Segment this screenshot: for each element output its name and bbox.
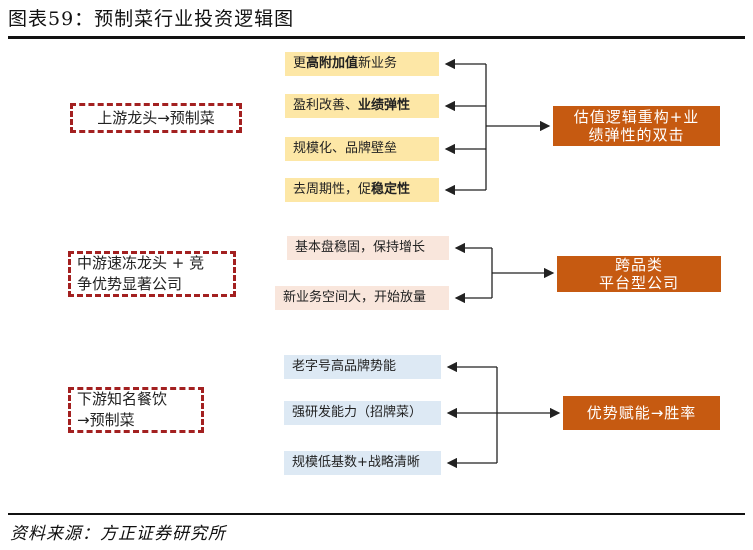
source-note: 资料来源：方正证券研究所 [10, 524, 226, 544]
upstream-leader-label: 上游龙头→预制菜 [97, 108, 215, 127]
valuation-rerating-result: 估值逻辑重构+业 绩弹性的双击 [553, 106, 720, 146]
profit-improvement-chip: 盈利改善、业绩弹性 [285, 94, 439, 118]
scale-brand-barrier-chip: 规模化、品牌壁垒 [285, 137, 439, 161]
advantage-win-rate-result: 优势赋能→胜率 [563, 396, 720, 430]
de-cyclical-stability-chip: 去周期性，促稳定性 [285, 178, 439, 202]
midstream-frozen-leader-box: 中游速冻龙头 + 竞 争优势显著公司 [68, 251, 236, 297]
value-added-business-chip: 更高附加值新业务 [285, 52, 439, 76]
strong-rd-chip: 强研发能力（招牌菜） [284, 401, 441, 425]
cross-category-platform-result: 跨品类 平台型公司 [557, 256, 721, 292]
downstream-restaurant-box: 下游知名餐饮 →预制菜 [68, 387, 204, 433]
stable-base-growth-chip: 基本盘稳固，保持增长 [287, 236, 449, 260]
top-rule [8, 36, 745, 39]
bottom-rule [8, 513, 745, 515]
upstream-leader-box: 上游龙头→预制菜 [70, 103, 242, 133]
figure-title: 图表59：预制菜行业投资逻辑图 [8, 8, 295, 30]
heritage-brand-chip: 老字号高品牌势能 [284, 355, 441, 379]
low-base-strategy-chip: 规模低基数+战略清晰 [284, 451, 441, 475]
new-business-ramp-chip: 新业务空间大，开始放量 [275, 286, 449, 310]
